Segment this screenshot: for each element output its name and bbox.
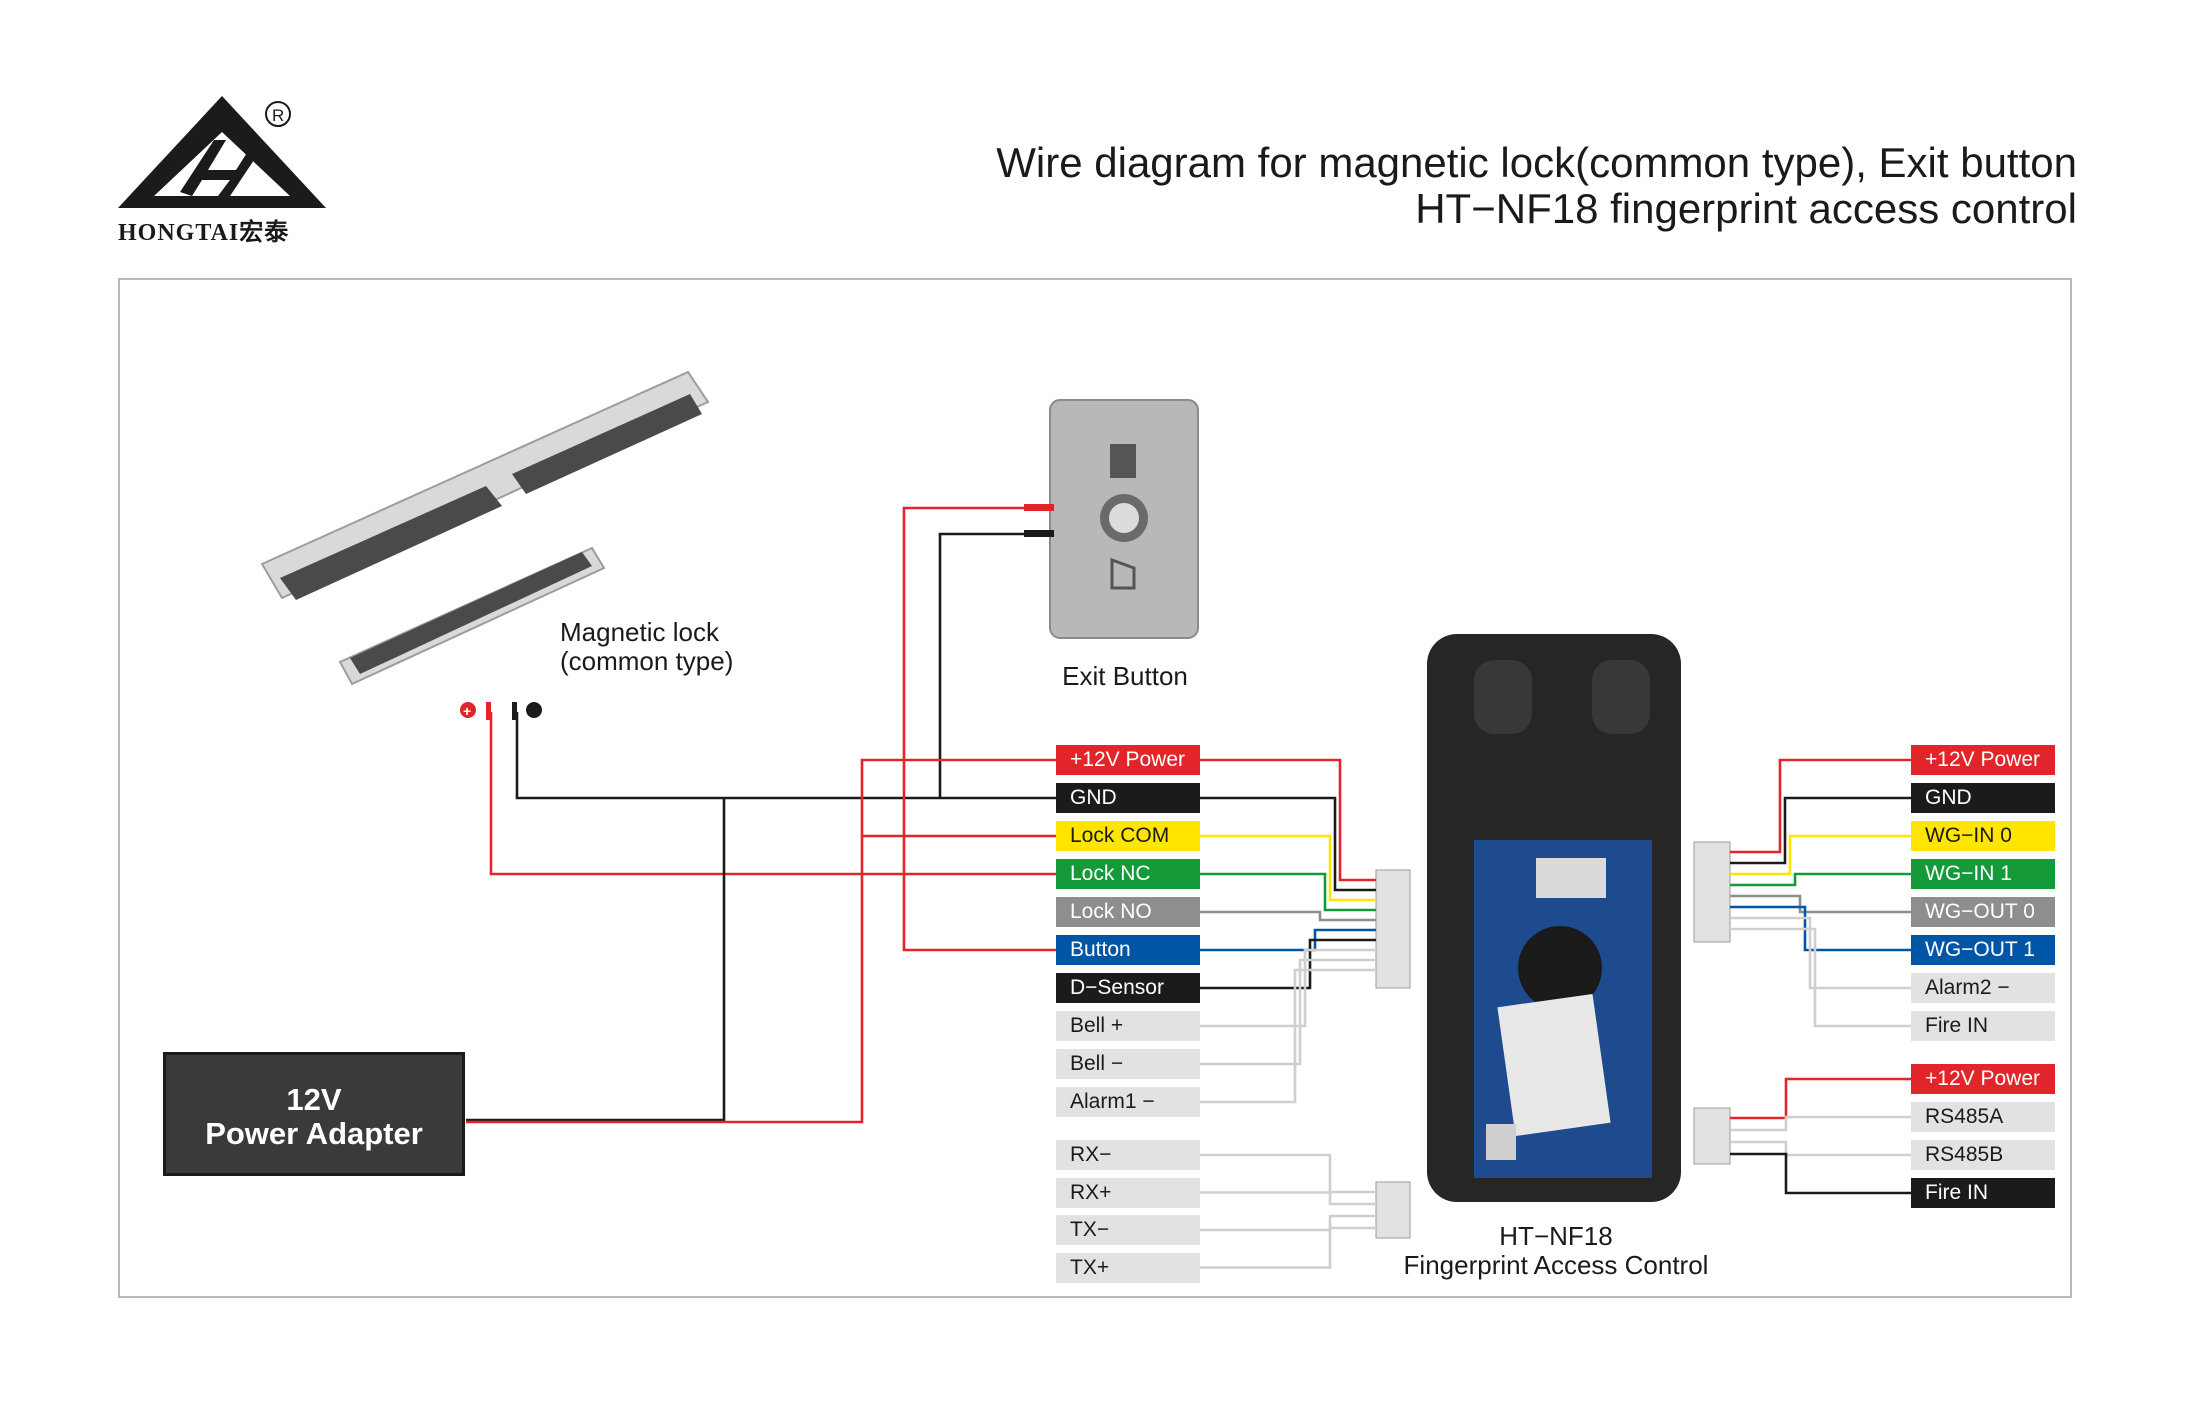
exit-button-label: Exit Button — [1062, 661, 1188, 691]
right-terminal-4: WG−OUT 0 — [1911, 897, 2055, 927]
svg-text:+: + — [463, 703, 471, 719]
left-terminal-8: Bell − — [1056, 1049, 1200, 1079]
wire-left-2 — [1200, 834, 1376, 902]
left-terminal-4: Lock NO — [1056, 897, 1200, 927]
wire-left-0 — [1200, 758, 1376, 882]
power-adapter-label: 12V Power Adapter — [205, 1082, 423, 1151]
wire-right-2 — [1730, 834, 1911, 876]
wire-rs485-3 — [1730, 1152, 1911, 1195]
wire-left-9 — [1200, 968, 1376, 1104]
rs485-terminal-1: RS485A — [1911, 1102, 2055, 1132]
right-terminal-1: GND — [1911, 783, 2055, 813]
maglock-label: Magnetic lock (common type) — [560, 618, 733, 676]
device-label: HT−NF18 Fingerprint Access Control — [1403, 1221, 1709, 1280]
right-terminal-6: Alarm2 − — [1911, 973, 2055, 1003]
rs485-terminal-2: RS485B — [1911, 1140, 2055, 1170]
wire-rs485-1 — [1730, 1115, 1911, 1132]
left-terminal-9: Alarm1 − — [1056, 1087, 1200, 1117]
wire-serial-3 — [1200, 1226, 1376, 1269]
left-terminal-5: Button — [1056, 935, 1200, 965]
title-line-2: HT−NF18 fingerprint access control — [1415, 185, 2077, 232]
wire-left-3 — [1200, 872, 1376, 912]
serial-terminal-0: RX− — [1056, 1140, 1200, 1170]
right-terminal-0: +12V Power — [1911, 745, 2055, 775]
serial-terminal-3: TX+ — [1056, 1252, 1200, 1283]
wire-adapter-negative — [466, 798, 726, 1122]
wire-right-4 — [1730, 894, 1911, 914]
svg-text:R: R — [272, 106, 284, 125]
exit-button-image — [1049, 399, 1199, 639]
right-terminal-2: WG−IN 0 — [1911, 821, 2055, 851]
page-title: Wire diagram for magnetic lock(common ty… — [996, 140, 2077, 232]
wire-right-0 — [1730, 758, 1911, 854]
wire-left-8 — [1200, 958, 1376, 1066]
left-terminal-2: Lock COM — [1056, 821, 1200, 851]
right-terminal-5: WG−OUT 1 — [1911, 935, 2055, 965]
left-terminal-1: GND — [1056, 783, 1200, 813]
wire-maglock-negative — [515, 712, 1056, 800]
wire-right-6 — [1730, 916, 1911, 990]
serial-terminal-1: RX+ — [1056, 1177, 1200, 1208]
wire-left-4 — [1200, 910, 1376, 922]
wire-left-1 — [1200, 796, 1376, 892]
left-terminal-7: Bell + — [1056, 1011, 1200, 1041]
wire-serial-0 — [1200, 1153, 1376, 1194]
hongtai-logo: R — [118, 96, 326, 208]
wire-serial-1 — [1200, 1191, 1376, 1206]
brand-name: HONGTAI宏泰 — [118, 220, 290, 246]
left-terminal-6: D−Sensor — [1056, 973, 1200, 1003]
magnetic-lock-image — [260, 370, 710, 686]
wire-exit-button-red — [902, 506, 1056, 952]
maglock-label-text: Magnetic lock (common type) — [560, 617, 734, 676]
wire-rs485-2 — [1730, 1140, 1911, 1157]
rs485-terminal-0: +12V Power — [1911, 1064, 2055, 1094]
left-terminal-0: +12V Power — [1056, 745, 1200, 775]
wire-left-7 — [1200, 948, 1376, 1028]
wire-maglock-positive — [489, 712, 1056, 876]
rs485-terminal-3: Fire IN — [1911, 1178, 2055, 1208]
wire-right-7 — [1730, 927, 1911, 1028]
wire-serial-2 — [1200, 1214, 1376, 1232]
wire-right-1 — [1730, 796, 1911, 865]
right-terminal-3: WG−IN 1 — [1911, 859, 2055, 889]
title-line-1: Wire diagram for magnetic lock(common ty… — [996, 139, 2077, 186]
wire-rs485-0 — [1730, 1077, 1911, 1120]
wire-exit-button-black — [938, 532, 1024, 798]
fingerprint-device-image — [1427, 634, 1681, 1202]
diagram-frame — [118, 278, 2072, 1298]
wire-adapter-positive — [466, 758, 1056, 1124]
serial-terminal-2: TX− — [1056, 1215, 1200, 1245]
power-adapter: 12V Power Adapter — [163, 1052, 465, 1176]
left-terminal-3: Lock NC — [1056, 859, 1200, 889]
wire-right-3 — [1730, 872, 1911, 887]
wire-left-6 — [1200, 938, 1376, 990]
right-terminal-7: Fire IN — [1911, 1011, 2055, 1041]
